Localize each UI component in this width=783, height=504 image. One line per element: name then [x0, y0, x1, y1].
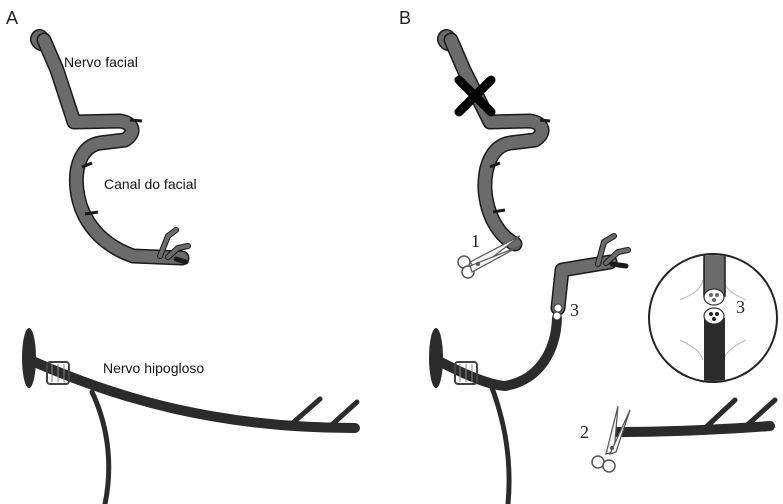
- step-1-label: 1: [471, 231, 480, 251]
- hypoglossal-nerve-label: Nervo hipogloso: [103, 360, 204, 376]
- step-3-label: 3: [570, 300, 579, 320]
- panel-b-letter: B: [399, 8, 411, 28]
- facial-nerve-label: Nervo facial: [64, 54, 138, 70]
- facial-canal-label: Canal do facial: [104, 176, 197, 192]
- step-2-label: 2: [580, 422, 589, 442]
- step-3-zoom-label: 3: [736, 297, 745, 317]
- panel-a-letter: A: [6, 8, 18, 28]
